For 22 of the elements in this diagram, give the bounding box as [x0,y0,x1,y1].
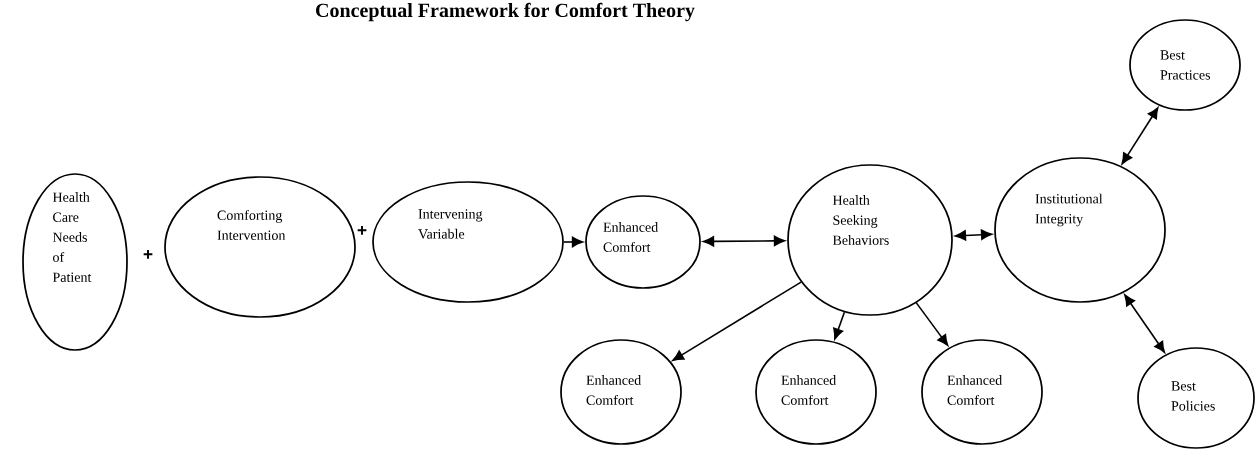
ellipse-node: Enhanced Comfort [755,339,877,445]
arrow [954,229,993,241]
arrow [702,235,786,247]
ellipse-node: Best Practices [1129,19,1241,111]
ellipse-node: Enhanced Comfort [560,339,682,445]
arrow [1124,294,1166,353]
arrow [833,311,846,340]
arrow [563,236,584,248]
ellipse-node: Enhanced Comfort [585,195,701,289]
ellipse-node: Institutional Integrity [994,157,1166,303]
title: Conceptual Framework for Comfort Theory [316,2,695,22]
arrow [672,281,802,361]
ellipse-node: Comforting Intervention [164,176,356,318]
plus-sign: + [143,249,153,259]
ellipse-node: Best Policies [1137,347,1255,449]
ellipse-node: Health Seeking Behaviors [787,164,953,316]
plus-sign: + [357,225,367,235]
ellipse-node: Intervening Variable [372,181,564,303]
ellipse-node: Enhanced Comfort [921,339,1043,445]
arrow [1121,107,1159,165]
arrow [915,302,949,347]
ellipse-node: Health Care Needs of Patient [22,173,128,351]
